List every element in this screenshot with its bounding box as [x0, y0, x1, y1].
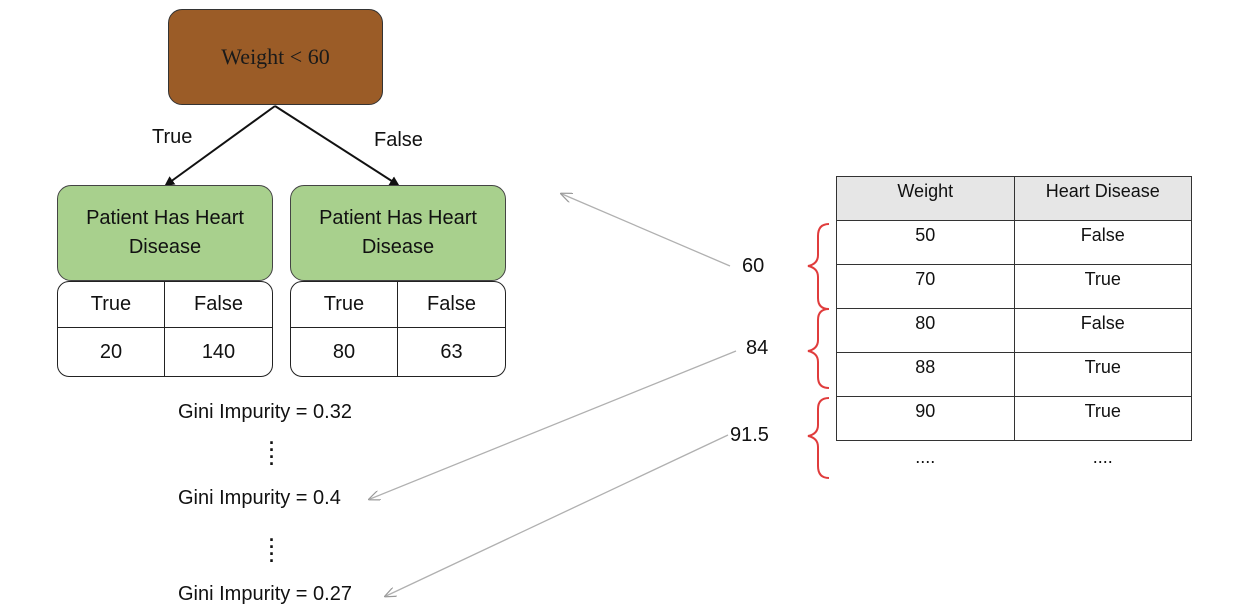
gini-impurity-1: Gini Impurity = 0.32 — [178, 401, 352, 423]
table-row: 70 True — [836, 264, 1192, 309]
weight-cell: 70 — [836, 264, 1015, 309]
left-count-table: True False 20 140 — [57, 281, 273, 377]
table-row: 50 False — [836, 220, 1192, 265]
pointer-arrow-91-5 — [386, 434, 729, 596]
table-header-row: Weight Heart Disease — [836, 176, 1192, 221]
table-row: 90 True — [836, 396, 1192, 441]
brace-2 — [807, 308, 830, 389]
leaf-right-label: Patient Has Heart Disease — [319, 207, 477, 258]
gini-impurity-2: Gini Impurity = 0.4 — [178, 487, 341, 509]
weight-cell: 90 — [836, 396, 1015, 441]
root-node-label: Weight < 60 — [221, 44, 330, 69]
heart-disease-cell: True — [1013, 396, 1192, 441]
leaf-left-label: Patient Has Heart Disease — [86, 207, 244, 258]
pointer-arrow-84 — [370, 350, 737, 499]
false-edge-label: False — [374, 129, 423, 151]
table-ellipsis-row: .... .... — [837, 441, 1192, 471]
gini-impurity-3: Gini Impurity = 0.27 — [178, 583, 352, 605]
heart-disease-column-header: Heart Disease — [1013, 176, 1192, 221]
brace-3 — [807, 397, 830, 479]
threshold-label-1: 60 — [742, 255, 765, 277]
false-branch-arrow — [274, 105, 400, 187]
vertical-ellipsis-2: ···· — [269, 530, 275, 571]
weight-column-header: Weight — [836, 176, 1015, 221]
true-edge-label: True — [152, 126, 193, 148]
left-true-header: True — [58, 282, 165, 328]
heart-disease-cell: True — [1013, 264, 1192, 309]
left-true-count: 20 — [58, 328, 165, 376]
weight-cell: 88 — [836, 352, 1015, 397]
right-false-header: False — [398, 282, 505, 328]
right-false-count: 63 — [440, 340, 463, 363]
right-count-table: True False 80 63 — [290, 281, 506, 377]
left-false-count: 140 — [201, 340, 236, 363]
vertical-ellipsis-1: ···· — [269, 433, 275, 474]
pointer-arrow-60 — [562, 194, 731, 267]
weight-disease-table: Weight Heart Disease 50 False 70 True 80… — [836, 176, 1192, 471]
heart-disease-ellipsis: .... — [1092, 447, 1113, 467]
heart-disease-cell: False — [1013, 220, 1192, 265]
leaf-node-left: Patient Has Heart Disease — [57, 185, 273, 281]
true-branch-arrow — [164, 105, 276, 187]
threshold-label-2: 84 — [746, 337, 769, 359]
table-row: 80 False — [836, 308, 1192, 353]
heart-disease-cell: True — [1013, 352, 1192, 397]
right-true-count: 80 — [291, 328, 398, 376]
brace-1 — [807, 223, 830, 310]
leaf-node-right: Patient Has Heart Disease — [290, 185, 506, 281]
left-false-header: False — [165, 282, 272, 328]
heart-disease-cell: False — [1013, 308, 1192, 353]
root-decision-node: Weight < 60 — [168, 9, 383, 105]
table-row: 88 True — [836, 352, 1192, 397]
weight-cell: 80 — [836, 308, 1015, 353]
threshold-label-3: 91.5 — [730, 424, 769, 446]
weight-cell: 50 — [836, 220, 1015, 265]
right-true-header: True — [291, 282, 398, 328]
weight-ellipsis: .... — [915, 447, 936, 467]
